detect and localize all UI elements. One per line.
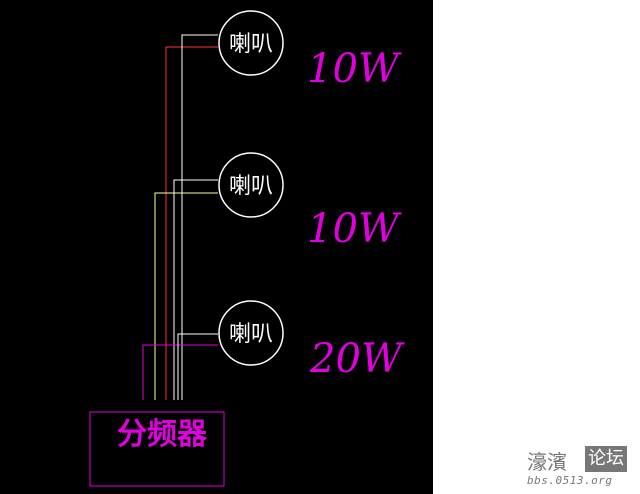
forum-watermark: 濠濱 论坛 bbs.0513.org — [527, 446, 633, 488]
speaker-3-power: 20W — [309, 336, 405, 382]
wire-speaker1-white — [181, 34, 218, 400]
wiring-diagram: 喇叭 喇叭 喇叭 10W 10W 20W 分频器 — [89, 10, 405, 487]
speaker-1-circle — [218, 10, 284, 76]
wire-speaker2-yellow — [154, 192, 218, 400]
crossover-label: 分频器 — [117, 417, 208, 452]
diagram-canvas: 喇叭 喇叭 喇叭 10W 10W 20W 分频器 — [0, 0, 433, 494]
speaker-1-label: 喇叭 — [229, 32, 273, 57]
speaker-3-circle — [218, 300, 284, 366]
crossover-box: 分频器 — [89, 411, 225, 487]
speaker-2: 喇叭 — [218, 152, 284, 218]
wire-speaker2-white — [173, 179, 218, 400]
watermark-name-part2: 论坛 — [585, 446, 627, 472]
speaker-3: 喇叭 — [218, 300, 284, 366]
speaker-2-power: 10W — [307, 206, 402, 252]
speaker-2-circle — [218, 152, 284, 218]
watermark-name-part1: 濠濱 — [527, 450, 567, 474]
speaker-2-label: 喇叭 — [229, 174, 273, 199]
speaker-3-label: 喇叭 — [229, 322, 273, 347]
wire-speaker1-red — [165, 46, 218, 400]
wire-speaker3-magenta — [142, 344, 218, 400]
crossover-rect — [89, 411, 225, 487]
watermark-url: bbs.0513.org — [527, 474, 613, 487]
wire-speaker3-white — [177, 333, 218, 400]
speaker-1-power: 10W — [307, 46, 402, 92]
speaker-1: 喇叭 — [218, 10, 284, 76]
